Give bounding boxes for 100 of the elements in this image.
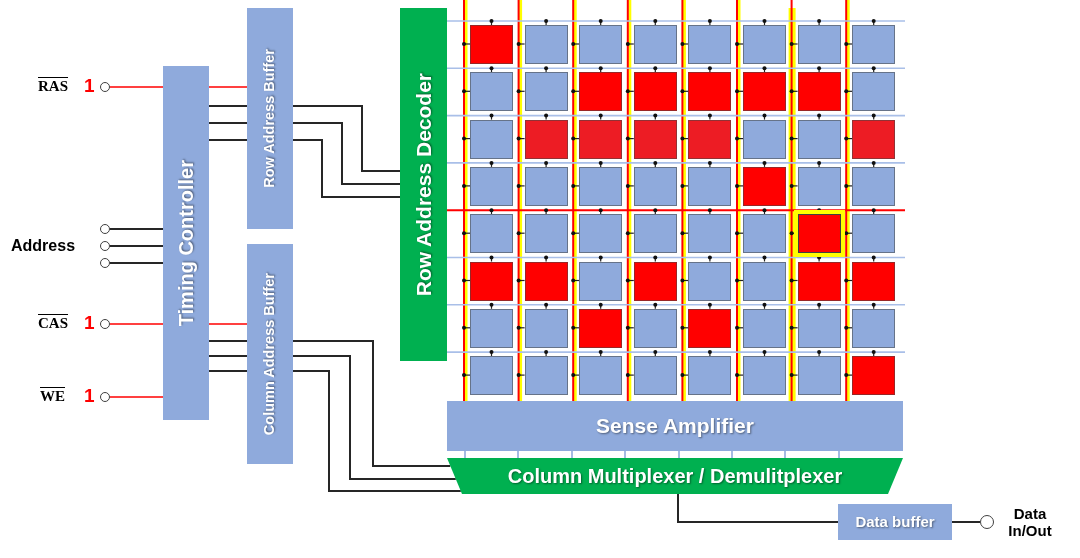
memory-cell: [579, 356, 623, 396]
memory-cell: [579, 214, 623, 254]
signal-line: [731, 450, 733, 459]
memory-cell: [852, 119, 896, 159]
signal-line: [109, 245, 164, 247]
memory-cell: [797, 308, 841, 348]
signal-line: [208, 122, 248, 124]
memory-cell: [743, 72, 786, 112]
block-label: Data buffer: [855, 513, 935, 531]
memory-cell: [470, 166, 513, 206]
memory-cell: [852, 356, 896, 396]
signal-line: [208, 86, 248, 88]
memory-cell: [688, 166, 732, 206]
signal-line: [292, 370, 462, 492]
memory-cell: [524, 166, 568, 206]
signal-line: [208, 340, 248, 342]
signal-line: [208, 139, 248, 141]
memory-cell: [470, 261, 513, 301]
memory-cell: [633, 356, 677, 396]
memory-cell: [688, 72, 732, 112]
memory-cell: [633, 119, 677, 159]
buffer-block: [247, 244, 293, 464]
memory-cell: [579, 25, 623, 64]
logic-level: 1: [84, 385, 95, 407]
controller-block: [163, 66, 209, 420]
terminal-icon: [100, 82, 110, 92]
memory-cell: [524, 72, 568, 112]
memory-cell: [524, 214, 568, 254]
signal-line: [838, 450, 840, 459]
signal-line: [784, 450, 786, 459]
memory-cell: [743, 308, 786, 348]
memory-cell: [797, 72, 841, 112]
signal-line: [109, 262, 164, 264]
memory-cell: [743, 119, 786, 159]
signal-line: [571, 450, 573, 459]
memory-cell: [743, 25, 786, 64]
memory-cell: [688, 119, 732, 159]
memory-cell: [688, 356, 732, 396]
memory-cell: [743, 214, 786, 254]
signal-name: WE: [40, 388, 65, 405]
signal-line: [292, 355, 457, 480]
signal-line: [292, 105, 401, 172]
memory-cell: [688, 214, 732, 254]
memory-cell: [852, 72, 896, 112]
memory-cell: [470, 72, 513, 112]
signal-line: [951, 521, 981, 523]
signal-line: [109, 228, 164, 230]
signal-line: [208, 105, 248, 107]
memory-cell: [743, 356, 786, 396]
memory-cell: [579, 308, 623, 348]
memory-cell: [688, 261, 732, 301]
terminal-icon: [100, 258, 110, 268]
signal-line: [464, 450, 466, 459]
memory-cell: [524, 25, 568, 64]
decoder-block: [400, 8, 447, 361]
signal-line: [678, 450, 680, 459]
memory-cell: [688, 25, 732, 64]
signal-line: [208, 355, 248, 357]
memory-cell: [633, 25, 677, 64]
memory-cell: [524, 261, 568, 301]
signal-line: [208, 323, 248, 325]
memory-cell: [470, 25, 513, 64]
memory-cell: [470, 119, 513, 159]
memory-cell: [579, 72, 623, 112]
memory-cell: [688, 308, 732, 348]
signal-line: [292, 340, 452, 467]
signal-line: [292, 139, 401, 198]
memory-cell: [633, 214, 677, 254]
terminal-icon: [100, 241, 110, 251]
memory-cell: [633, 72, 677, 112]
signal-name: CAS: [38, 315, 68, 332]
block-label: Sense Amplifier: [596, 414, 754, 438]
memory-cell: [633, 308, 677, 348]
memory-cell: [579, 166, 623, 206]
signal-name: RAS: [38, 78, 68, 95]
signal-line: [109, 396, 164, 398]
signal-line: [292, 122, 401, 185]
memory-cell: [524, 308, 568, 348]
memory-cell: [743, 166, 786, 206]
multiplexer-block: [447, 458, 903, 494]
amplifier-block: [447, 401, 903, 451]
memory-cell: [579, 261, 623, 301]
memory-cell: [633, 261, 677, 301]
memory-cell: [852, 308, 896, 348]
memory-cell: [470, 214, 513, 254]
memory-cell: [852, 214, 896, 254]
terminal-icon: [100, 392, 110, 402]
signal-line: [677, 493, 839, 523]
terminal-icon: [100, 319, 110, 329]
signal-line: [624, 450, 626, 459]
memory-cell: [797, 261, 841, 301]
memory-cell: [793, 210, 845, 258]
memory-cell: [633, 166, 677, 206]
buffer-block: [247, 8, 293, 229]
signal-line: [109, 323, 164, 325]
signal-name: Address: [11, 237, 76, 255]
memory-cell: [579, 119, 623, 159]
terminal-icon: [980, 515, 994, 529]
memory-cell: [470, 308, 513, 348]
block-label: Row Address Buffer: [262, 49, 278, 188]
